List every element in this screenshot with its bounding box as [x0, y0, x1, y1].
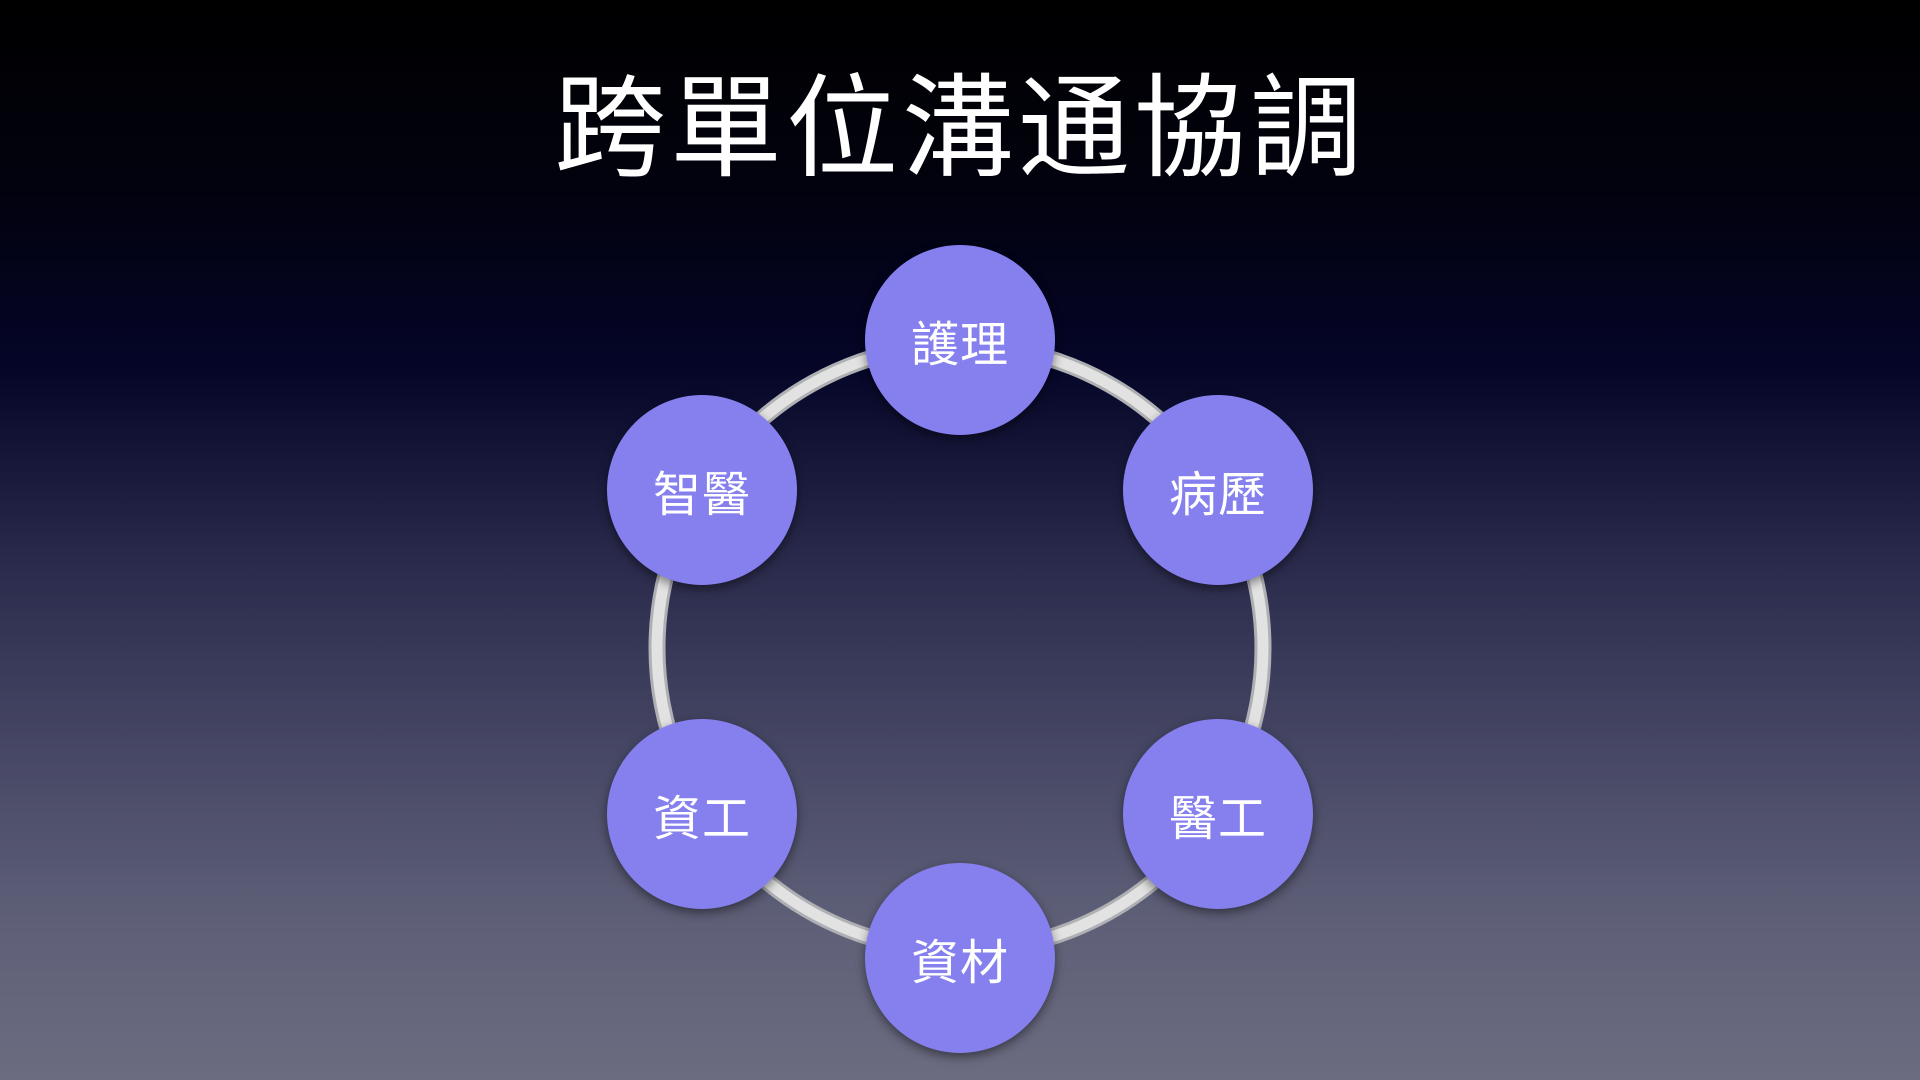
slide-title: 跨單位溝通協調 [554, 64, 1366, 194]
node-nursing: 護理 [865, 245, 1055, 435]
node-medical-records: 病歷 [1123, 395, 1313, 585]
node-biomedical-engineering: 醫工 [1123, 719, 1313, 909]
node-information-technology: 資工 [607, 719, 797, 909]
node-materials: 資材 [865, 863, 1055, 1053]
node-smart-medicine: 智醫 [607, 395, 797, 585]
